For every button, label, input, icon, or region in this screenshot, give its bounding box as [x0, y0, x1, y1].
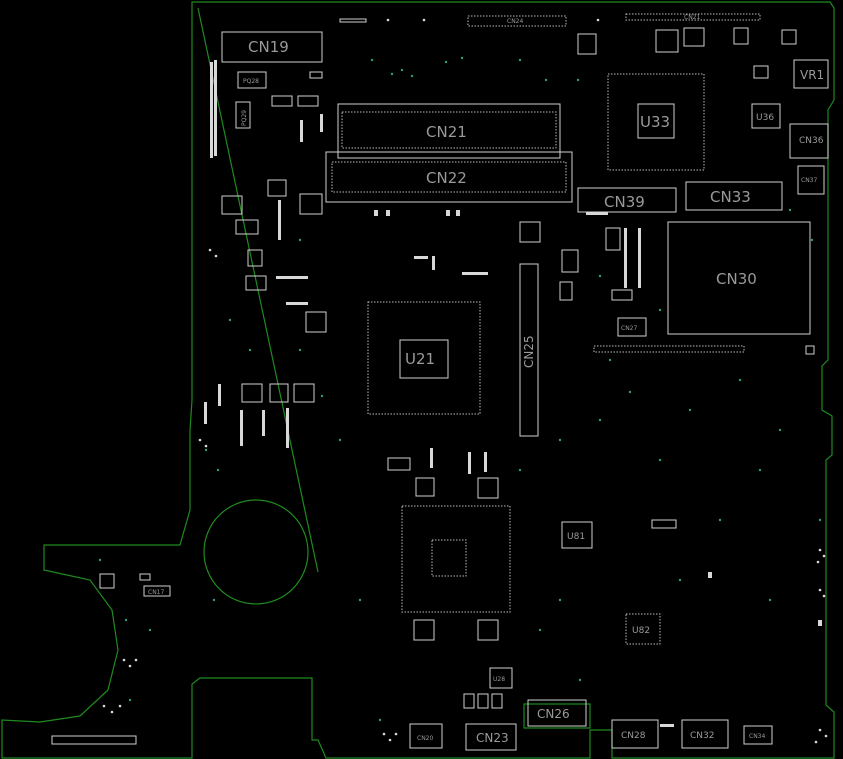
connector-cn37 — [797, 165, 825, 195]
label-cn34: CN34 — [749, 733, 765, 740]
connector-cn21-slot — [341, 111, 557, 149]
connector-cn30 — [667, 221, 811, 335]
label-u82: U82 — [632, 626, 650, 636]
connector-cn23 — [465, 723, 517, 751]
connector-cn22 — [325, 151, 573, 203]
chip-u33-core — [637, 103, 675, 139]
label-cn28: CN28 — [621, 731, 646, 741]
label-u33: U33 — [640, 113, 670, 131]
connector-cn39 — [577, 187, 677, 213]
chip-u82 — [625, 613, 661, 645]
part-pq29 — [235, 101, 251, 129]
connector-cn21-top — [625, 13, 761, 21]
via-field — [98, 56, 822, 722]
part-vr1 — [793, 59, 829, 89]
label-cn19: CN19 — [248, 38, 289, 56]
label-pq28: PQ28 — [243, 78, 259, 85]
label-cn27: CN27 — [621, 325, 637, 332]
connector-cn32 — [681, 719, 729, 749]
chip-u21 — [367, 301, 481, 415]
connector-cn26 — [527, 699, 587, 727]
label-cn21: CN21 — [426, 123, 467, 141]
label-cn36: CN36 — [799, 136, 824, 146]
connector-cn17 — [143, 585, 171, 597]
label-u36: U36 — [756, 113, 774, 123]
chip-u22 — [401, 505, 511, 613]
label-cn17: CN17 — [148, 589, 164, 596]
connector-cn27 — [617, 317, 647, 337]
label-cn20: CN20 — [417, 735, 433, 742]
connector-cn20 — [409, 723, 443, 749]
corner-pads — [102, 18, 828, 744]
label-cn23: CN23 — [476, 731, 509, 745]
mounting-hole — [203, 499, 309, 605]
connector-cn35 — [593, 345, 745, 353]
label-cn21-top: CN21 — [684, 14, 700, 21]
label-cn30: CN30 — [716, 270, 757, 288]
label-cn37: CN37 — [801, 177, 817, 184]
connector-cn22-slot — [331, 161, 567, 193]
chip-u36 — [751, 103, 781, 129]
connector-cn21 — [337, 103, 561, 159]
connector-cn25 — [519, 263, 539, 437]
label-cn39: CN39 — [604, 193, 645, 211]
chip-u28 — [489, 667, 513, 689]
label-cn25: CN25 — [522, 335, 536, 368]
label-u81: U81 — [567, 532, 585, 542]
chip-u22-core — [431, 539, 467, 577]
connector-cn28 — [611, 719, 659, 749]
label-cn32: CN32 — [690, 731, 714, 741]
label-pq29: PQ29 — [241, 110, 248, 126]
connector-cn34 — [743, 725, 773, 745]
part-pq28 — [237, 71, 267, 89]
label-u21: U21 — [405, 350, 435, 368]
connector-cn33 — [685, 181, 783, 211]
chip-u81 — [561, 521, 593, 549]
connector-cn24 — [467, 15, 567, 27]
pad-cluster — [204, 60, 822, 727]
chip-u21-core — [399, 339, 449, 379]
label-vr1: VR1 — [800, 68, 824, 82]
connector-cn36 — [789, 123, 829, 159]
label-cn22: CN22 — [426, 169, 467, 187]
usb-cutout — [523, 703, 591, 729]
label-u28: U28 — [493, 676, 505, 683]
small-components — [51, 18, 815, 745]
label-cn33: CN33 — [710, 188, 751, 206]
chip-u33 — [607, 73, 705, 171]
connector-cn19 — [221, 31, 323, 63]
label-cn24: CN24 — [507, 18, 523, 25]
label-cn26: CN26 — [537, 707, 570, 721]
